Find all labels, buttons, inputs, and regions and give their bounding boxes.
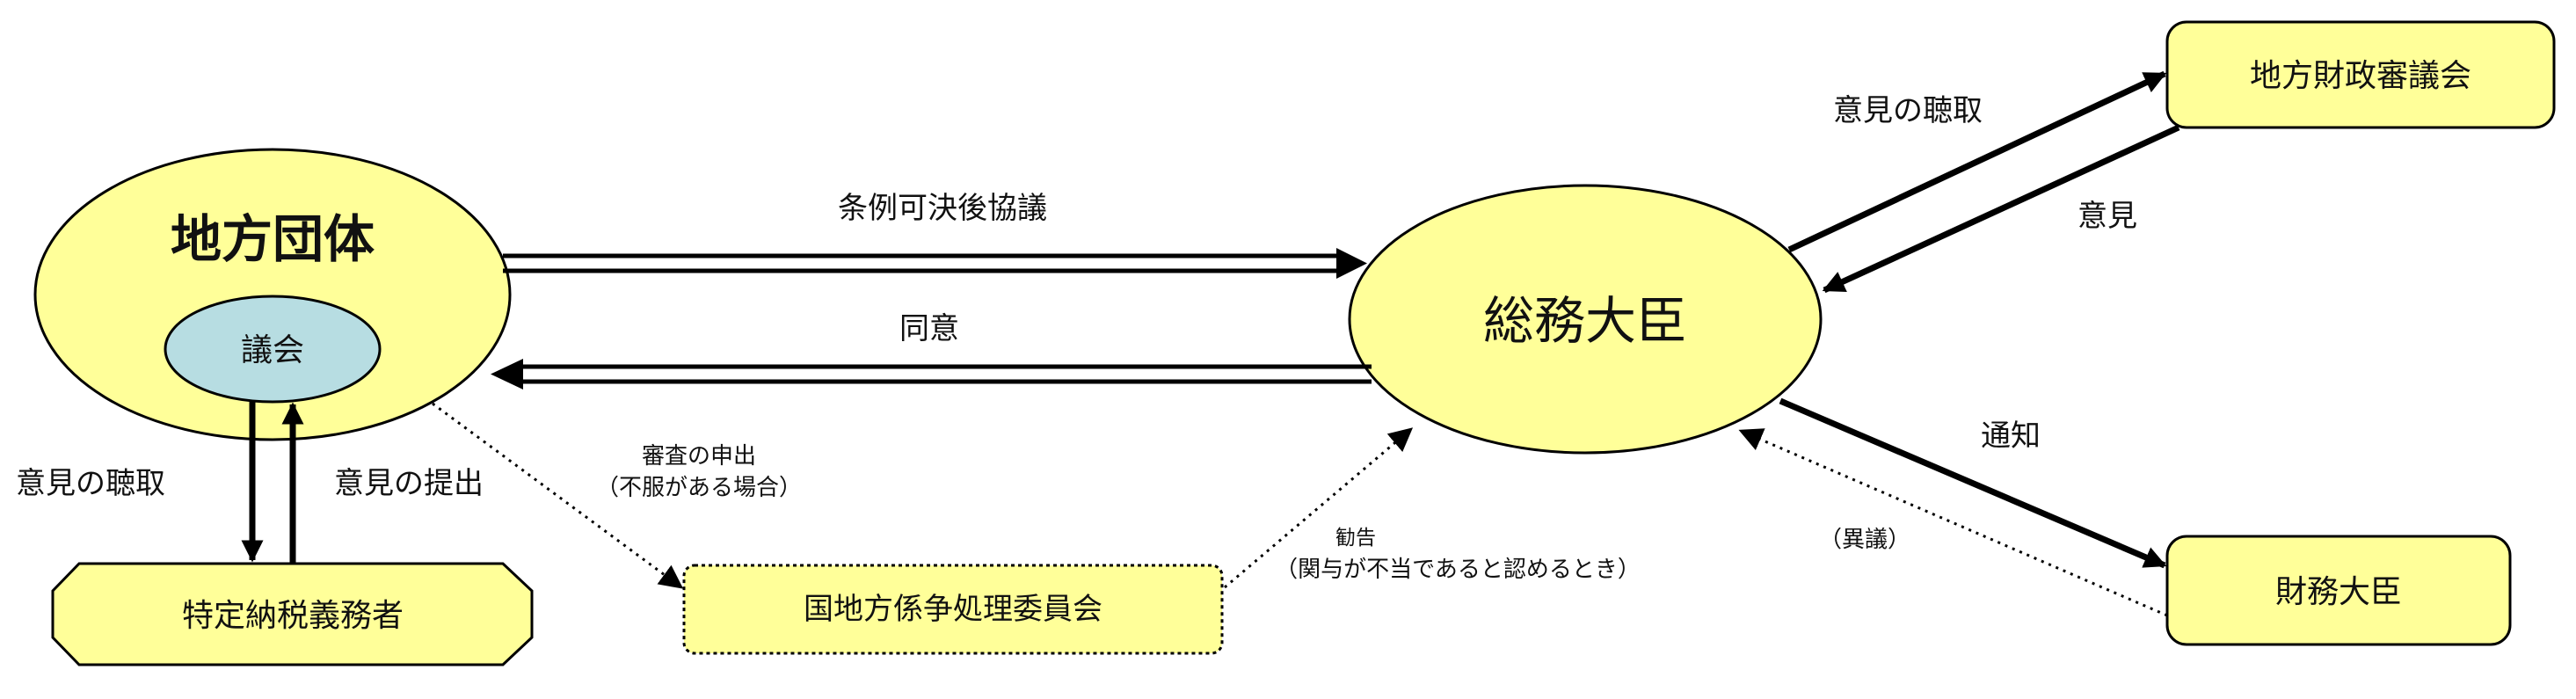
fiscal-council-node: 地方財政審議会 bbox=[2165, 20, 2556, 129]
committee-node: 国地方係争処理委員会 bbox=[682, 564, 1224, 655]
committee-label: 国地方係争処理委員会 bbox=[804, 592, 1102, 627]
local-gov-ellipse bbox=[33, 148, 512, 441]
taxpayer-node: 特定納税義務者 bbox=[51, 562, 534, 666]
council-ellipse bbox=[164, 295, 382, 404]
fiscal-council-box bbox=[2165, 20, 2556, 129]
submit-opinion-label: 意見の提出 bbox=[334, 466, 484, 501]
opinion-label: 意見 bbox=[2078, 199, 2137, 234]
taxpayer-label: 特定納税義務者 bbox=[182, 598, 404, 634]
review-request-label-1: 審査の申出 bbox=[642, 443, 756, 470]
opinion-arrow bbox=[1822, 124, 2180, 294]
recommendation-label-1: 勧告 bbox=[1335, 527, 1376, 550]
fiscal-council-label: 地方財政審議会 bbox=[2250, 58, 2471, 94]
notice-arrow bbox=[1779, 397, 2167, 569]
hearing-right-arrow bbox=[1787, 70, 2167, 253]
review-request-label-2: （不服がある場合） bbox=[596, 475, 802, 501]
finance-minister-label: 財務大臣 bbox=[2275, 574, 2402, 610]
ordinance-consult-arrow bbox=[503, 248, 1367, 279]
objection-label: （異議） bbox=[1819, 527, 1910, 553]
recommendation-label-2: （関与が不当であると認めるとき） bbox=[1275, 557, 1641, 583]
finance-minister-node: 財務大臣 bbox=[2165, 535, 2512, 646]
hearing-right-label: 意見の聴取 bbox=[1833, 93, 1983, 128]
local-gov-label: 地方団体 bbox=[171, 209, 375, 269]
notice-label: 通知 bbox=[1981, 419, 2041, 454]
minister-node: 総務大臣 bbox=[1348, 184, 1823, 455]
hearing-left-label: 意見の聴取 bbox=[16, 466, 165, 501]
consent-label: 同意 bbox=[899, 311, 959, 346]
committee-box bbox=[682, 564, 1224, 655]
consent-arrow bbox=[491, 359, 1372, 390]
finance-minister-box bbox=[2165, 535, 2512, 646]
council-node: 議会 bbox=[164, 295, 382, 404]
minister-ellipse bbox=[1348, 184, 1823, 455]
council-label: 議会 bbox=[241, 332, 304, 368]
ordinance-consult-label: 条例可決後協議 bbox=[838, 191, 1047, 226]
taxpayer-octagon bbox=[51, 562, 534, 666]
objection-arrow bbox=[1738, 428, 2168, 617]
minister-label: 総務大臣 bbox=[1483, 291, 1687, 351]
local-gov-node: 地方団体 bbox=[33, 148, 512, 441]
recommendation-arrow bbox=[1224, 427, 1414, 589]
